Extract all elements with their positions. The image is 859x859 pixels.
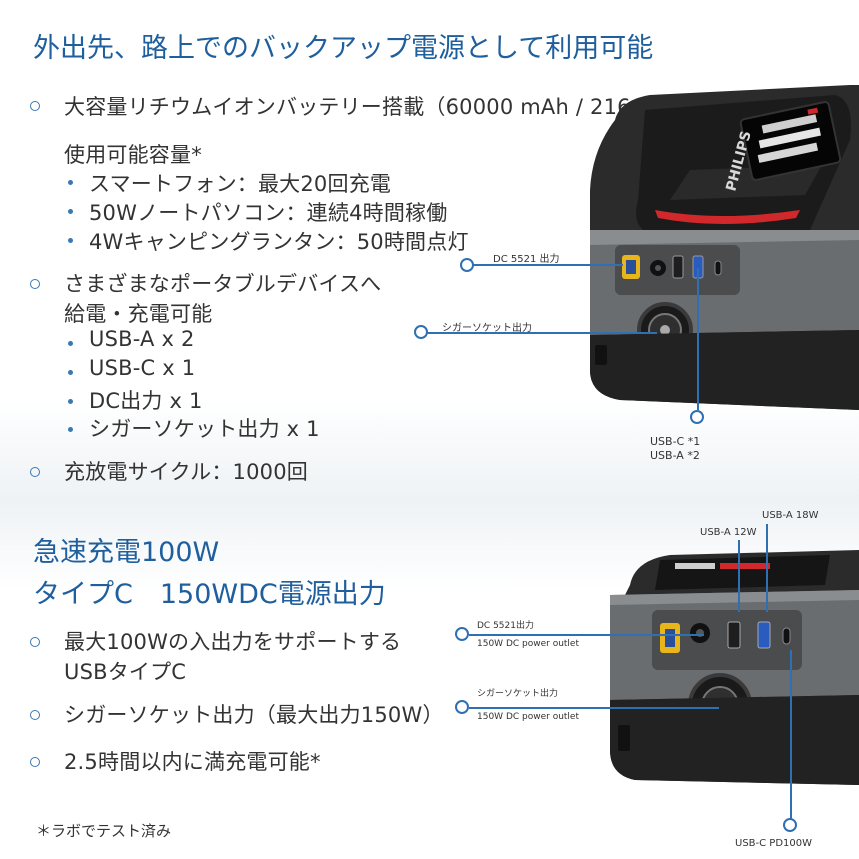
bullet-circle xyxy=(30,101,40,111)
callout-circle xyxy=(455,627,469,641)
callout-line xyxy=(469,707,719,709)
callout-circle xyxy=(455,700,469,714)
footnote: ＊ラボでテスト済み xyxy=(36,822,172,840)
bullet-circle xyxy=(30,710,40,720)
devices-line-1: さまざまなポータブルデバイスへ xyxy=(64,272,382,296)
callout-line xyxy=(738,540,740,612)
bullet-circle xyxy=(30,467,40,477)
callout-cigar-sub: 150W DC power outlet xyxy=(477,712,579,722)
callout-usba-12w: USB-A 12W xyxy=(700,527,757,538)
list-dot xyxy=(68,238,73,243)
power-station-image-bottom xyxy=(610,550,859,785)
bottom-title-line-2: タイプC 150WDC電源出力 xyxy=(33,579,386,610)
feature-line: 2.5時間以内に満充電可能* xyxy=(64,750,321,774)
list-dot xyxy=(68,341,73,346)
callout-line xyxy=(469,634,704,636)
list-dot xyxy=(68,180,73,185)
callout-dc: DC 5521 出力 xyxy=(493,254,560,265)
top-section: 外出先、路上でのバックアップ電源として利用可能 大容量リチウムイオンバッテリー搭… xyxy=(0,0,859,500)
power-station-image-top: PHILIPS xyxy=(590,85,859,410)
list-dot xyxy=(68,427,73,432)
callout-cigar: シガーソケット出力 xyxy=(442,323,532,334)
capacity-item: 4Wキャンピングランタン：50時間点灯 xyxy=(89,230,469,254)
list-dot xyxy=(68,370,73,375)
list-dot xyxy=(68,209,73,214)
devices-line-2: 給電・充電可能 xyxy=(64,302,213,326)
callout-cigar-label: シガーソケット出力 xyxy=(477,689,559,699)
callout-line xyxy=(473,264,623,266)
callout-circle xyxy=(690,410,704,424)
port-item: DC出力 x 1 xyxy=(89,389,203,413)
bottom-title-line-1: 急速充電100W xyxy=(33,537,220,568)
callout-dc-sub: 150W DC power outlet xyxy=(477,639,579,649)
list-dot xyxy=(68,399,73,404)
callout-circle xyxy=(414,325,428,339)
callout-circle xyxy=(783,818,797,832)
callout-usbc: USB-C *1 xyxy=(650,435,701,448)
callout-circle xyxy=(460,258,474,272)
callout-line xyxy=(766,524,768,612)
feature-line: シガーソケット出力（最大出力150W） xyxy=(64,703,444,727)
feature-line: USBタイプC xyxy=(64,660,187,684)
cycle-line: 充放電サイクル：1000回 xyxy=(64,460,308,484)
usable-capacity-label: 使用可能容量* xyxy=(64,143,202,167)
port-item: USB-A x 2 xyxy=(89,327,195,351)
callout-line xyxy=(697,268,699,410)
port-item: シガーソケット出力 x 1 xyxy=(89,417,320,441)
port-item: USB-C x 1 xyxy=(89,356,196,380)
callout-usba-18w: USB-A 18W xyxy=(762,510,819,521)
battery-line: 大容量リチウムイオンバッテリー搭載（60000 mAh / 216 Wh） xyxy=(64,95,694,119)
bullet-circle xyxy=(30,637,40,647)
callout-usbc-pd: USB-C PD100W xyxy=(735,838,813,849)
bullet-circle xyxy=(30,757,40,767)
top-title: 外出先、路上でのバックアップ電源として利用可能 xyxy=(33,33,654,64)
bottom-section: 急速充電100W タイプC 150WDC電源出力 最大100Wの入出力をサポート… xyxy=(0,500,859,859)
callout-dc-label: DC 5521出力 xyxy=(477,621,534,631)
callout-line xyxy=(427,332,657,334)
capacity-item: スマートフォン：最大20回充電 xyxy=(89,172,392,196)
bullet-circle xyxy=(30,279,40,289)
callout-line xyxy=(790,650,792,820)
capacity-item: 50Wノートパソコン：連続4時間稼働 xyxy=(89,201,448,225)
feature-line: 最大100Wの入出力をサポートする xyxy=(64,630,402,654)
callout-usba: USB-A *2 xyxy=(650,449,700,462)
